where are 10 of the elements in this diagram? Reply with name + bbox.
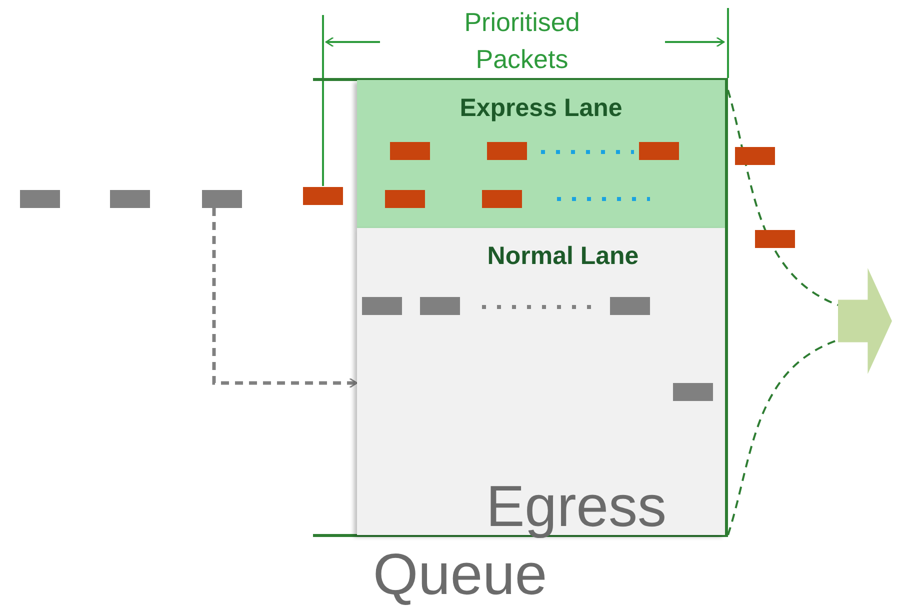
packet-icon xyxy=(202,190,242,208)
dashed-line xyxy=(727,339,838,536)
lane-heading: Normal Lane xyxy=(486,242,640,271)
chevron-arrow xyxy=(838,268,892,374)
lane-heading: Express Lane xyxy=(458,94,624,123)
dashed-line xyxy=(727,90,838,306)
dashed-arrow xyxy=(212,208,358,388)
lane-box xyxy=(357,80,725,228)
dimension-label: Prioritised Packets xyxy=(463,6,581,76)
queue-title: Egress Queue xyxy=(373,473,668,609)
